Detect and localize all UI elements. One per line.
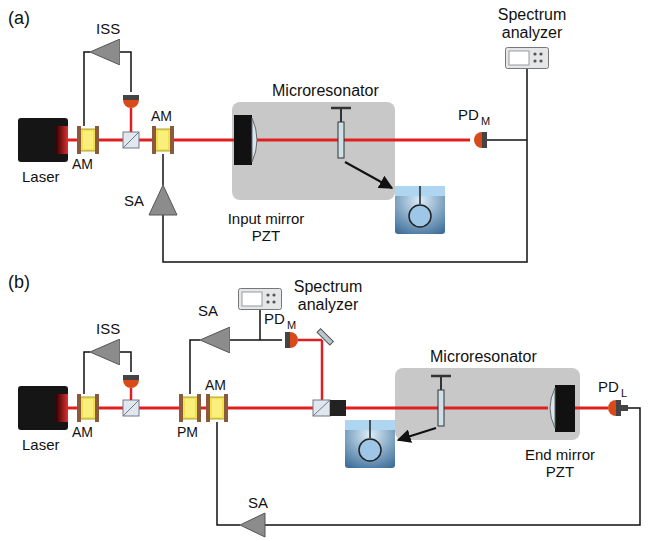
- component-label: AM: [205, 377, 226, 393]
- detector-subscript: M: [287, 319, 296, 332]
- component-label: SA: [198, 302, 218, 319]
- detector-label: PD: [598, 378, 619, 395]
- component-label: ISS: [96, 20, 120, 37]
- component-label: PM: [177, 424, 198, 440]
- panel-label: (b): [8, 272, 30, 293]
- component-label: Microresonator: [272, 82, 379, 100]
- component-label: Laser: [22, 436, 60, 453]
- component-label: Laser: [22, 168, 60, 185]
- component-label: End mirror PZT: [512, 446, 608, 481]
- instrument-label: Spectrum analyzer: [490, 6, 574, 43]
- panel-label: (a): [8, 8, 30, 29]
- component-label: Microresonator: [430, 348, 537, 366]
- component-label: SA: [124, 192, 144, 209]
- component-label: AM: [151, 108, 172, 124]
- detector-subscript: M: [481, 115, 490, 128]
- component-label: Input mirror PZT: [214, 210, 318, 245]
- component-label: AM: [72, 424, 93, 440]
- detector-label: PD: [264, 310, 285, 327]
- detector-subscript: L: [621, 387, 627, 400]
- component-label: AM: [72, 156, 93, 172]
- instrument-label: Spectrum analyzer: [286, 278, 370, 315]
- detector-label: PD: [458, 106, 479, 123]
- component-label: ISS: [96, 320, 120, 337]
- component-label: SA: [248, 494, 268, 511]
